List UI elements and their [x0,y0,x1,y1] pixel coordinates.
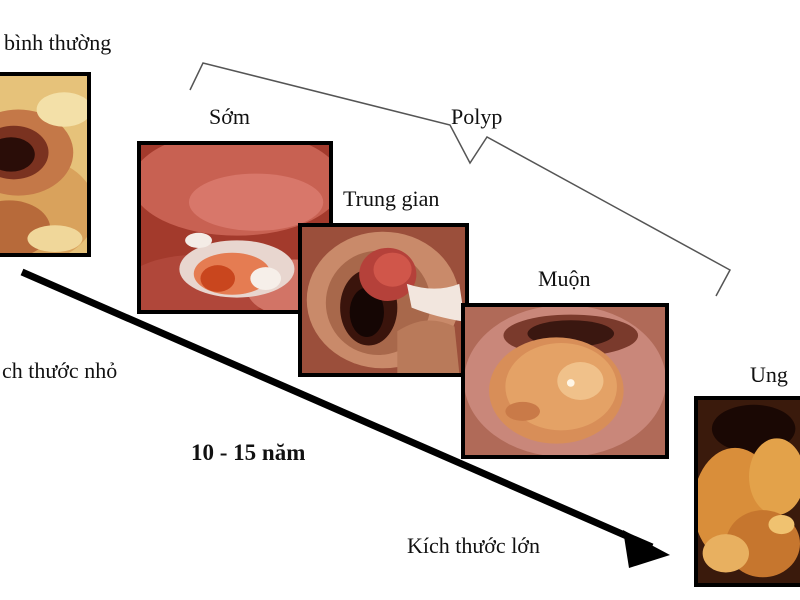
image-early-polyp [137,141,333,314]
label-late: Muộn [538,266,591,291]
label-early: Sớm [209,104,250,129]
label-normal: bình thường [4,30,112,55]
image-normal-mucosa [0,72,91,257]
polyp-bracket [189,62,732,297]
label-large-size: Kích thước lớn [407,533,540,558]
label-small-size: ch thước nhỏ [2,358,118,383]
label-polyp: Polyp [451,104,503,129]
label-intermediate: Trung gian [343,186,440,211]
label-cancer: Ung [750,362,788,387]
image-intermediate-polyp [298,223,469,377]
progression-arrow-line [20,268,654,551]
image-late-polyp [461,303,669,459]
image-colon-cancer [694,396,800,587]
progression-arrowhead [623,530,670,568]
label-duration: 10 - 15 năm [191,440,306,465]
